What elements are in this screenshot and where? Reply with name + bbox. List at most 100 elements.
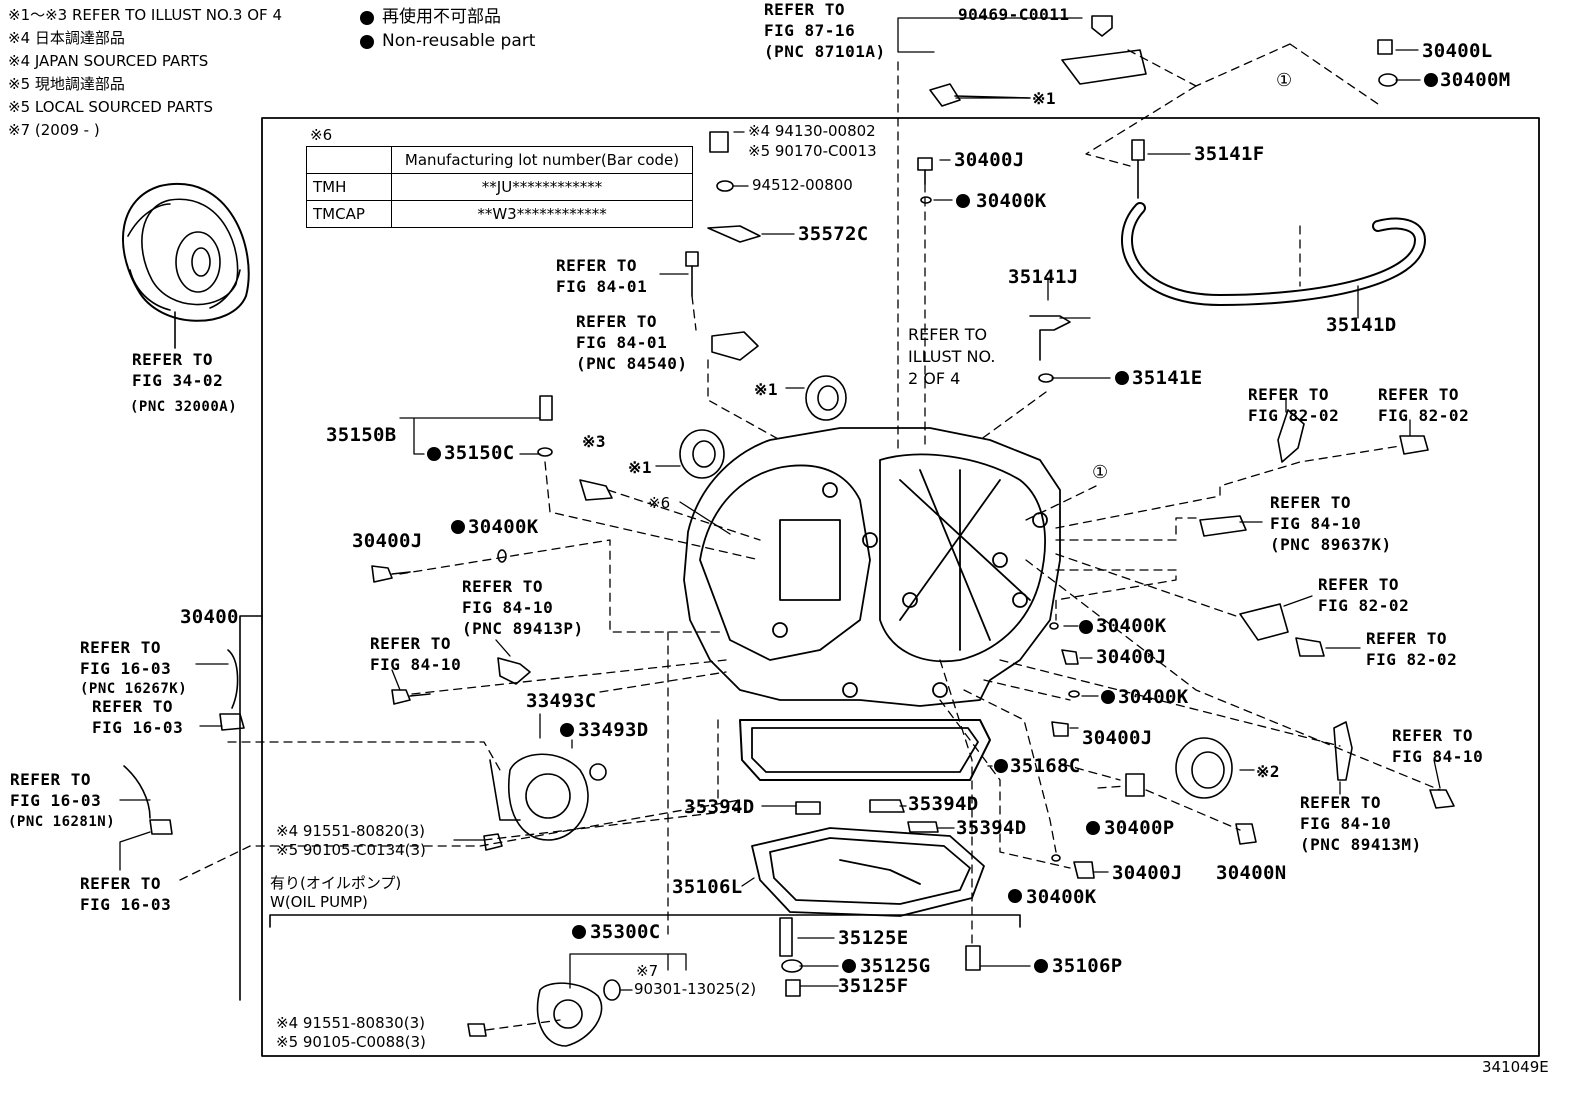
part-label: 90469-C0011 bbox=[958, 5, 1070, 24]
part-label: (PNC 16267K) bbox=[80, 681, 188, 697]
transaxle-case-drawing bbox=[683, 427, 1061, 781]
leader-lines bbox=[119, 17, 1441, 991]
note-japan-sourced-jp: ※4 日本調達部品 bbox=[8, 29, 125, 47]
part-label: 30400L bbox=[1422, 40, 1493, 62]
part-label: 30400M bbox=[1440, 69, 1511, 91]
part-label: (PNC 89413M) bbox=[1300, 835, 1422, 854]
note-refer-illust: ※1〜※3 REFER TO ILLUST NO.3 OF 4 bbox=[8, 6, 282, 24]
part-label: 35141D bbox=[1326, 314, 1397, 336]
part-label: REFER TO bbox=[1378, 385, 1460, 404]
part-label: REFER TO bbox=[1318, 575, 1400, 594]
part-label: 30400J bbox=[352, 530, 423, 552]
vacuum-pump-drawings bbox=[489, 753, 603, 1047]
part-label: FIG 82-02 bbox=[1248, 406, 1340, 425]
part-label: 35125G bbox=[860, 955, 931, 977]
illustration-number: 341049E bbox=[1482, 1058, 1549, 1076]
oil-pump-jp: 有り(オイルポンプ) bbox=[270, 874, 402, 892]
lot-table-mark: ※6 bbox=[310, 126, 333, 144]
part-label: 30400P bbox=[1104, 817, 1175, 839]
part-label: 35300C bbox=[590, 921, 661, 943]
part-label: FIG 16-03 bbox=[80, 895, 172, 914]
part-label: 35106P bbox=[1052, 955, 1123, 977]
note-japan-sourced-en: ※4 JAPAN SOURCED PARTS bbox=[8, 52, 209, 70]
part-label: 33493D bbox=[578, 719, 649, 741]
part-label: 30400K bbox=[1026, 886, 1097, 908]
part-label: FIG 84-10 bbox=[462, 598, 554, 617]
lot-number-table: Manufacturing lot number(Bar code) TMH *… bbox=[306, 146, 693, 228]
part-label: FIG 87-16 bbox=[764, 21, 856, 40]
part-label: REFER TO bbox=[556, 256, 638, 275]
part-label: REFER TO bbox=[132, 350, 214, 369]
part-label: 30400K bbox=[976, 190, 1047, 212]
part-label: (PNC 16281N) bbox=[8, 814, 116, 830]
part-label: (PNC 87101A) bbox=[764, 42, 886, 61]
part-label: ※1 bbox=[1032, 89, 1057, 108]
part-label: REFER TO bbox=[80, 874, 162, 893]
part-label: ※1 bbox=[628, 458, 653, 477]
part-label: REFER TO bbox=[1270, 493, 1352, 512]
part-label: ※4 91551-80820(3) bbox=[276, 822, 425, 840]
part-label: 30400J bbox=[1096, 646, 1167, 668]
part-label: FIG 16-03 bbox=[92, 718, 184, 737]
part-label: REFER TO bbox=[80, 638, 162, 657]
part-label: 35150C bbox=[444, 442, 515, 464]
torque-converter-drawing bbox=[122, 183, 250, 322]
part-label: REFER TO bbox=[1300, 793, 1382, 812]
oil-pan-drawing bbox=[751, 827, 985, 917]
part-label: FIG 16-03 bbox=[10, 791, 102, 810]
non-reusable-dots bbox=[360, 11, 1438, 973]
part-label: (PNC 32000A) bbox=[130, 399, 238, 415]
dashed-reference-lines bbox=[179, 43, 1441, 1031]
lot-table-corner bbox=[306, 146, 392, 174]
part-label: 35394D bbox=[684, 796, 755, 818]
part-label: ① bbox=[1276, 70, 1293, 91]
part-label: ※5 90105-C0134(3) bbox=[276, 841, 426, 859]
note-local-sourced-jp: ※5 現地調達部品 bbox=[8, 75, 125, 93]
part-label: 30400K bbox=[1118, 686, 1189, 708]
part-label: 35141F bbox=[1194, 143, 1265, 165]
part-label: FIG 34-02 bbox=[132, 371, 224, 390]
part-label: REFER TO bbox=[764, 0, 846, 19]
part-label: 30400K bbox=[1096, 615, 1167, 637]
part-label: REFER TO bbox=[576, 312, 658, 331]
part-label: ※5 90105-C0088(3) bbox=[276, 1033, 426, 1051]
lot-table-code: **W3************ bbox=[391, 200, 693, 228]
legend-non-reusable-en: Non-reusable part bbox=[382, 31, 536, 51]
part-label: 35141E bbox=[1132, 367, 1203, 389]
part-label: REFER TO bbox=[1248, 385, 1330, 404]
part-label: 33493C bbox=[526, 690, 597, 712]
oil-pump-en: W(OIL PUMP) bbox=[270, 893, 368, 911]
lot-table-plant: TMCAP bbox=[306, 200, 392, 228]
oil-seal-drawings bbox=[679, 375, 1233, 799]
note-local-sourced-en: ※5 LOCAL SOURCED PARTS bbox=[8, 98, 213, 116]
legend-non-reusable-jp: 再使用不可部品 bbox=[382, 7, 501, 27]
part-label: 30400 bbox=[180, 606, 239, 628]
part-label: FIG 82-02 bbox=[1366, 650, 1458, 669]
part-label: 30400N bbox=[1216, 862, 1287, 884]
part-label: REFER TO bbox=[1392, 726, 1474, 745]
part-label: 35125E bbox=[838, 927, 909, 949]
part-label: FIG 16-03 bbox=[80, 659, 172, 678]
part-label: FIG 84-01 bbox=[576, 333, 668, 352]
part-label: ※5 90170-C0013 bbox=[748, 142, 877, 160]
part-label: ※2 bbox=[1256, 762, 1281, 781]
part-label: REFER TO bbox=[1366, 629, 1448, 648]
part-label: FIG 84-10 bbox=[1270, 514, 1362, 533]
part-label: 35394D bbox=[956, 817, 1027, 839]
lot-table-row: TMH **JU************ bbox=[306, 173, 693, 201]
part-label: 90301-13025(2) bbox=[634, 980, 757, 998]
part-label: 35572C bbox=[798, 223, 869, 245]
part-label: REFER TO bbox=[370, 634, 452, 653]
leader-30400 bbox=[239, 615, 263, 1001]
part-label: 30400J bbox=[954, 149, 1025, 171]
part-label: 2 OF 4 bbox=[908, 369, 961, 388]
lot-table-header: Manufacturing lot number(Bar code) bbox=[391, 146, 693, 174]
part-label: 35106L bbox=[672, 876, 743, 898]
part-label: ※7 bbox=[636, 962, 659, 980]
part-label: FIG 84-10 bbox=[370, 655, 462, 674]
part-label: FIG 82-02 bbox=[1378, 406, 1470, 425]
part-label: 35125F bbox=[838, 975, 909, 997]
part-label: 35141J bbox=[1008, 266, 1079, 288]
part-label: 30400K bbox=[468, 516, 539, 538]
